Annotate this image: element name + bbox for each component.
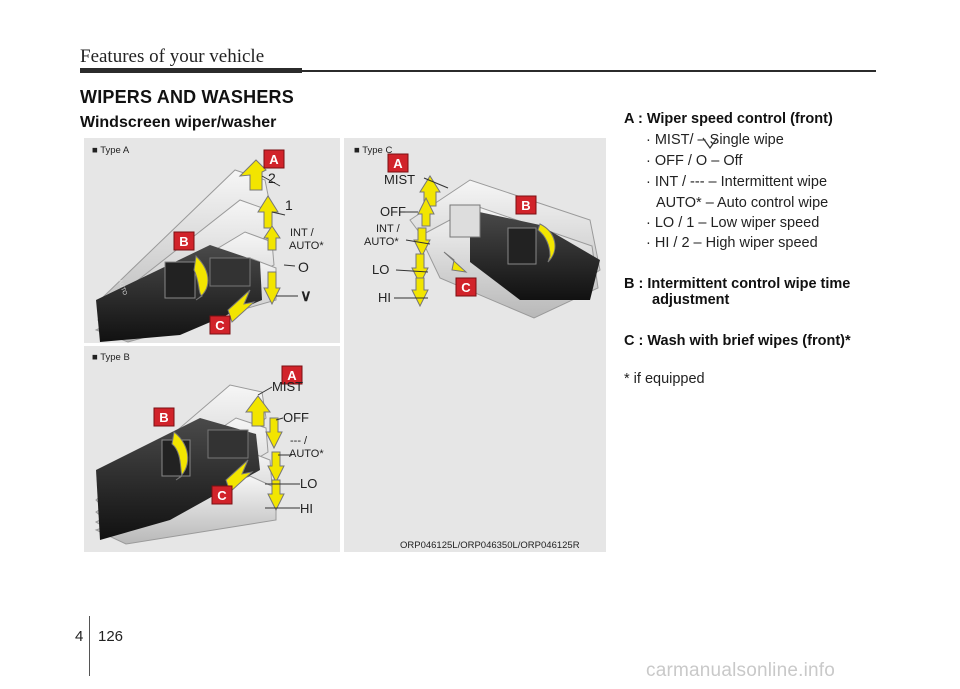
desc-a-item: · LO / 1 – Low wiper speed: [646, 215, 820, 231]
figure-panel-type-b: [84, 346, 340, 552]
desc-a-item: · HI / 2 – High wiper speed: [646, 235, 818, 251]
mist-symbol-icon: [702, 137, 718, 149]
desc-c-title: C : Wash with brief wipes (front)*: [624, 333, 851, 349]
header-rule-line: [302, 70, 876, 72]
header-rule: [80, 68, 302, 73]
figure-panel-type-a: [84, 138, 340, 343]
figure-code: ORP046125L/ORP046350L/ORP046125R: [400, 540, 580, 551]
section-title: WIPERS AND WASHERS: [80, 87, 294, 107]
desc-a-item: AUTO* – Auto control wipe: [656, 195, 829, 211]
footnote: * if equipped: [624, 371, 705, 387]
type-a-tag: ■ Type A: [92, 145, 130, 156]
section-subtitle: Windscreen wiper/washer: [80, 114, 277, 131]
desc-a-title: A : Wiper speed control (front): [624, 111, 833, 127]
header-title: Features of your vehicle: [80, 46, 265, 67]
watermark: carmanualsonline.info: [646, 660, 836, 681]
footer-divider: [89, 616, 90, 676]
figure-panel-type-c: [344, 138, 606, 552]
desc-b-title-cont: adjustment: [652, 292, 730, 308]
desc-a-item: · INT / --- – Intermittent wipe: [646, 174, 828, 190]
page-number: 126: [98, 628, 124, 645]
desc-a-item: · OFF / O – Off: [646, 153, 743, 169]
type-b-tag: ■ Type B: [92, 352, 130, 363]
type-c-tag: ■ Type C: [354, 145, 393, 156]
chapter-number: 4: [75, 628, 84, 645]
desc-b-title: B : Intermittent control wipe time: [624, 276, 851, 292]
